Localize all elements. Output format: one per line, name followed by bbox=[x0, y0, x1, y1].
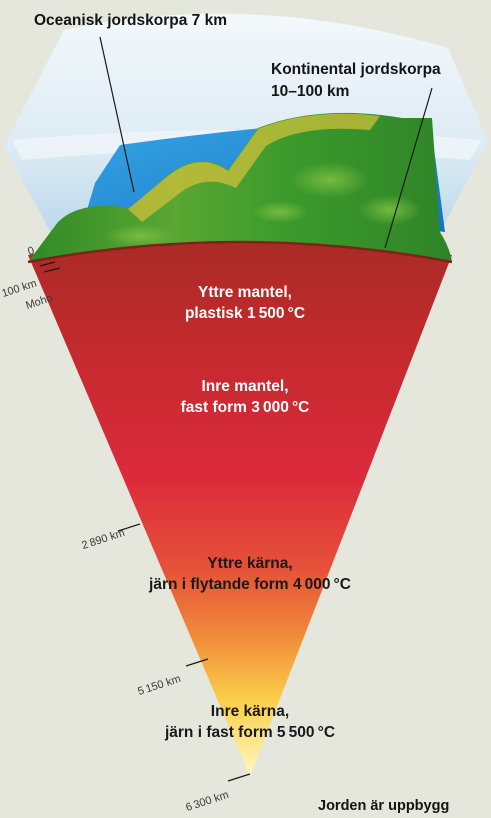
oceanic-crust-leader bbox=[99, 36, 135, 193]
tick-5150 bbox=[185, 658, 209, 667]
tick-2890 bbox=[117, 523, 141, 532]
outer-mantle-detail: plastisk 1 500 °C bbox=[184, 305, 306, 322]
inner-core-label: Inre kärna, järn i fast form 5 500 °C bbox=[120, 701, 380, 743]
outer-mantle-label: Yttre mantel, plastisk 1 500 °C bbox=[145, 282, 345, 324]
inner-core-detail: järn i fast form 5 500 °C bbox=[164, 724, 336, 741]
tick-surface bbox=[39, 261, 56, 267]
earth-interior-cone bbox=[28, 234, 452, 776]
continental-crust-label-line2: 10–100 km bbox=[271, 83, 350, 100]
inner-core-title: Inre kärna, bbox=[210, 703, 290, 720]
continental-crust-leader bbox=[384, 87, 433, 249]
inner-mantle-detail: fast form 3 000 °C bbox=[180, 399, 310, 416]
outer-core-label: Yttre kärna, järn i flytande form 4 000 … bbox=[110, 553, 390, 595]
caption-text: Jorden är uppbygg bbox=[318, 798, 450, 814]
inner-mantle-title: Inre mantel, bbox=[201, 378, 289, 395]
moho-boundary bbox=[27, 240, 453, 264]
coastline-highlight bbox=[128, 113, 380, 222]
oceanic-crust-label: Oceanisk jordskorpa 7 km bbox=[34, 12, 227, 29]
outer-core-detail: järn i flytande form 4 000 °C bbox=[149, 576, 351, 593]
outer-core-title: Yttre kärna, bbox=[207, 555, 293, 572]
tick-moho bbox=[43, 267, 61, 273]
inner-mantle-label: Inre mantel, fast form 3 000 °C bbox=[145, 376, 345, 418]
tick-6300 bbox=[227, 773, 251, 782]
outer-mantle-title: Yttre mantel, bbox=[198, 284, 292, 301]
continental-crust-label-line1: Kontinental jordskorpa bbox=[271, 61, 441, 78]
